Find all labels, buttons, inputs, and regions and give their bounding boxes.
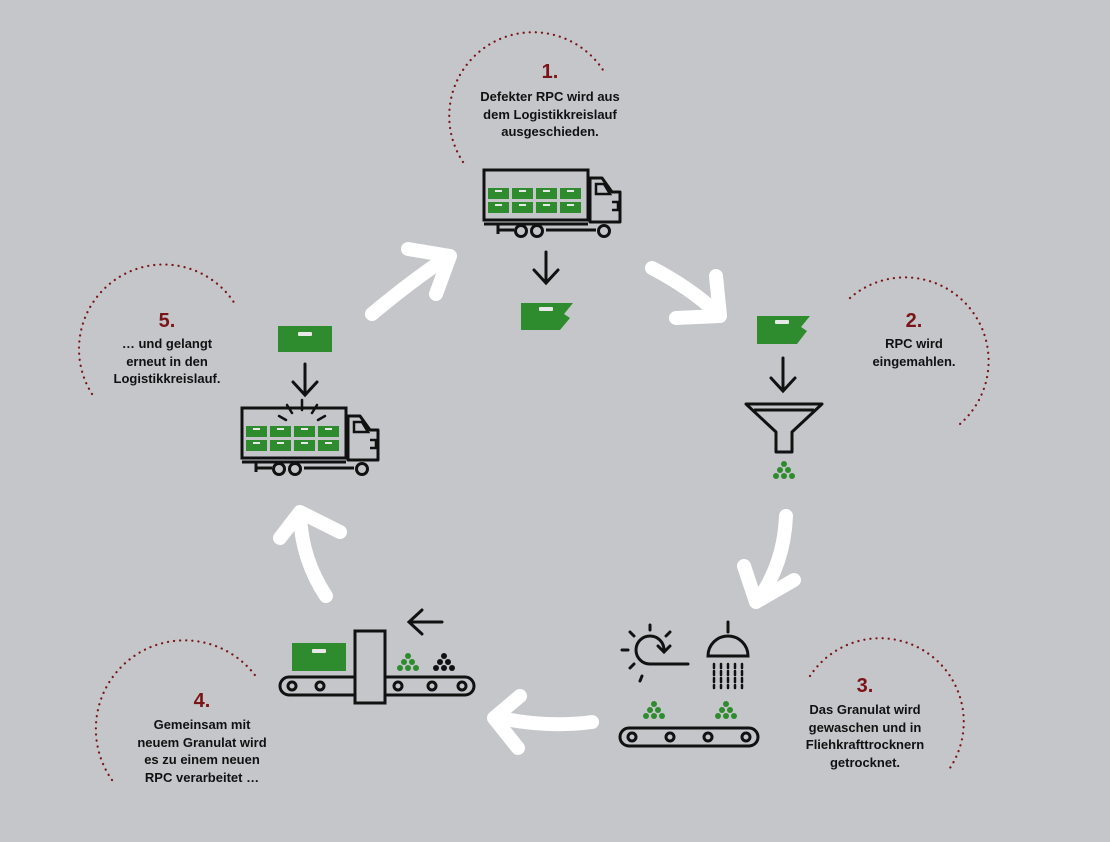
broken-crate-icon bbox=[757, 316, 810, 344]
flow-arrow-5-to-1 bbox=[365, 242, 457, 321]
conveyor-icon bbox=[618, 726, 760, 748]
left-arrow-icon bbox=[406, 608, 444, 636]
step-3-number: 3. bbox=[856, 675, 874, 697]
flow-arrow-4-to-5 bbox=[273, 505, 347, 603]
step-1-number: 1. bbox=[541, 61, 559, 83]
dotted-arc-step-5 bbox=[77, 263, 237, 396]
crate-icon bbox=[292, 643, 346, 671]
funnel-icon bbox=[744, 402, 824, 454]
down-arrow-icon bbox=[291, 362, 319, 398]
granulate-icon bbox=[643, 701, 665, 719]
truck-icon bbox=[240, 398, 380, 476]
granulate-icon bbox=[433, 653, 455, 671]
injection-press-icon bbox=[353, 629, 387, 705]
down-arrow-icon bbox=[769, 356, 797, 394]
flow-arrow-3-to-4 bbox=[487, 689, 599, 755]
shower-icon bbox=[706, 620, 750, 690]
flow-arrow-1-to-2 bbox=[645, 261, 727, 325]
truck-icon bbox=[482, 168, 622, 238]
granulate-icon bbox=[397, 653, 419, 671]
granulate-icon bbox=[715, 701, 737, 719]
step-5-number: 5. bbox=[158, 310, 176, 332]
flow-arrow-2-to-3 bbox=[737, 509, 801, 609]
step-2-description: RPC wird eingemahlen. bbox=[872, 336, 956, 369]
sparkle-icon bbox=[277, 398, 327, 422]
crate-icon bbox=[278, 326, 332, 352]
step-1-description: Defekter RPC wird aus dem Logistikkreisl… bbox=[480, 89, 620, 139]
step-3-description: Das Granulat wird gewaschen und in Flieh… bbox=[805, 702, 925, 770]
broken-crate-icon bbox=[521, 303, 573, 330]
step-4-description: Gemeinsam mit neuem Granulat wird es zu … bbox=[137, 717, 267, 785]
granulate-icon bbox=[773, 461, 795, 479]
step-2-number: 2. bbox=[905, 310, 923, 332]
sun-dryer-icon bbox=[620, 623, 690, 683]
down-arrow-icon bbox=[532, 250, 560, 286]
step-4-number: 4. bbox=[193, 690, 211, 712]
step-5-description: … und gelangt erneut in den Logistikkrei… bbox=[113, 336, 221, 386]
